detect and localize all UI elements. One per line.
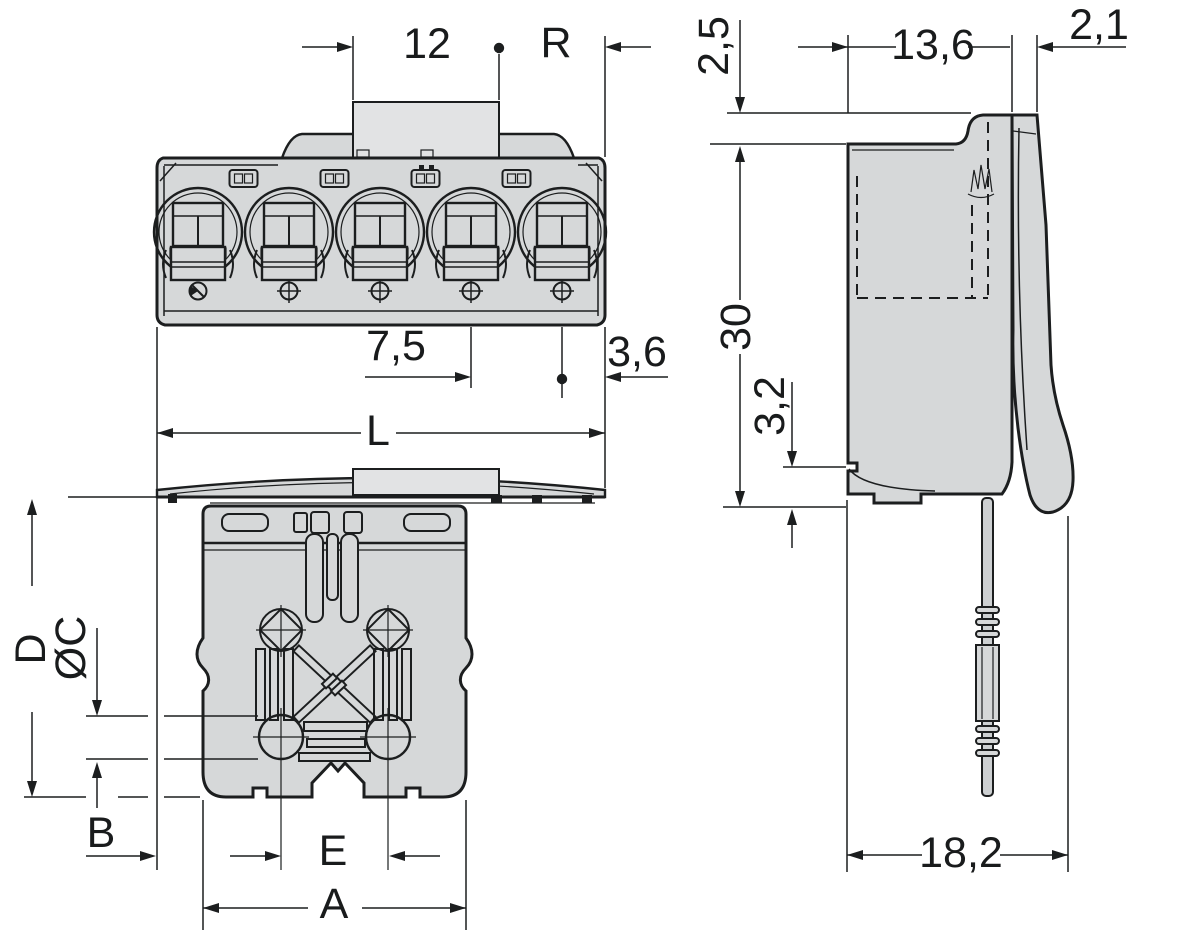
- spring-contact-mark: [967, 164, 995, 199]
- front-view: 12 R 7,5 3,6 L: [152, 19, 668, 870]
- pin-sleeve: [975, 644, 1000, 722]
- dim-label-total-length: L: [366, 407, 390, 455]
- housing-bottom-outline: [195, 504, 474, 799]
- center-channel-bars: [305, 533, 359, 623]
- dim-label-total-depth: 18,2: [919, 829, 1003, 877]
- pole-5: [516, 186, 608, 303]
- test-point-cross-icon: [277, 279, 301, 303]
- dim-label-pole-pitch: 7,5: [366, 322, 426, 370]
- dim-label-latch-thickness: 2,1: [1069, 1, 1129, 49]
- dim-label-depth-d: D: [7, 633, 55, 664]
- coding-tab-bottom: [352, 468, 500, 496]
- test-point-keyed-icon: [188, 281, 208, 301]
- housing-side-outline: [846, 113, 1014, 505]
- dim-label-body-depth: 13,6: [891, 21, 975, 69]
- pole-4: [425, 186, 517, 303]
- dim-label-top-offset: 2,5: [690, 16, 738, 76]
- hidden-contour-dashed: [856, 122, 989, 299]
- side-view: 2,5 13,6 2,1 30 3,2 18,2: [690, 1, 1129, 877]
- dim-label-body-height: 30: [712, 303, 760, 351]
- body-bottom-curve: [848, 468, 936, 492]
- front-dimensions: 12 R 7,5 3,6 L: [156, 19, 668, 870]
- lever: [260, 245, 318, 282]
- coding-tab: [352, 101, 500, 159]
- x-rib-pattern: [292, 643, 377, 725]
- dim-label-radius-ref: R: [540, 19, 571, 67]
- lever: [442, 245, 500, 282]
- dim-label-offset-b: B: [87, 809, 116, 857]
- lever: [169, 245, 227, 282]
- pole-1: [152, 186, 244, 301]
- bottom-dimensions: D ØC B E A: [7, 496, 467, 930]
- dim-label-hole-diameter: ØC: [47, 616, 95, 681]
- mounting-slots: [221, 511, 451, 534]
- test-point-cross-icon: [550, 279, 574, 303]
- lever: [533, 245, 591, 282]
- inter-pole-tab-squares: [233, 173, 527, 184]
- test-point-cross-icon: [368, 279, 392, 303]
- lever: [351, 245, 409, 282]
- solder-pin: [975, 497, 1000, 797]
- dim-label-edge-offset: 3,6: [607, 328, 667, 376]
- dim-label-body-width: A: [320, 880, 349, 928]
- bottom-view: D ØC B E A: [7, 468, 607, 930]
- dim-label-foot-height: 3,2: [746, 376, 794, 436]
- test-point-cross-icon: [459, 279, 483, 303]
- latch-lever: [1010, 113, 1075, 515]
- pole-2: [243, 186, 335, 303]
- mounting-hole-upper-left: [256, 605, 306, 657]
- vertical-ribs: [255, 648, 412, 721]
- side-dimensions: 2,5 13,6 2,1 30 3,2 18,2: [690, 1, 1129, 877]
- pole-3: [334, 186, 426, 303]
- horizontal-ribs: [298, 721, 371, 762]
- latch-inner-line: [1017, 127, 1028, 451]
- housing-inner-lines: [159, 162, 603, 316]
- dim-label-hole-spacing: E: [319, 827, 348, 875]
- mounting-hole-lower-left: [253, 708, 309, 870]
- dim-label-tab-width: 12: [403, 20, 451, 68]
